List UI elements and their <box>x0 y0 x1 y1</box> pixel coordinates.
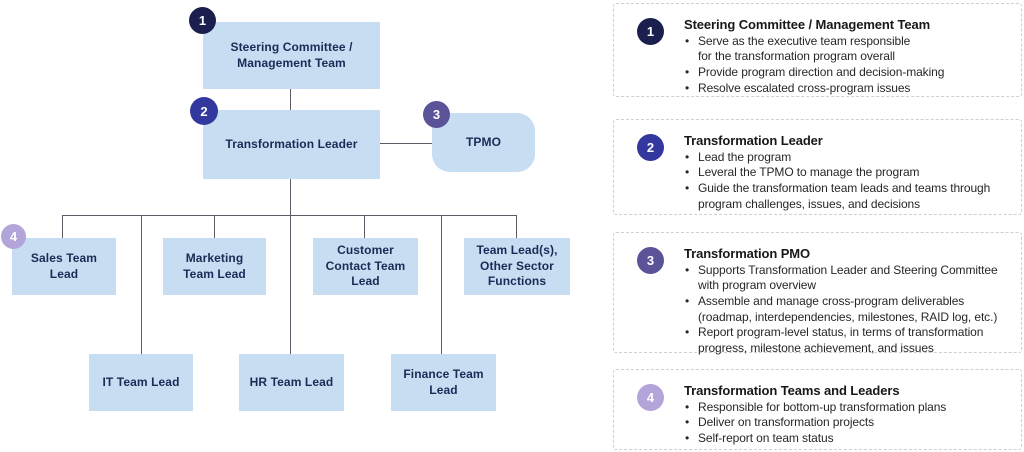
legend-item-1: 1 Steering Committee / Management Team S… <box>613 3 1022 97</box>
connector-line <box>290 89 291 110</box>
legend-item-3: 3 Transformation PMO Supports Transforma… <box>613 232 1022 355</box>
connector-line <box>62 215 517 216</box>
legend-bullet: Deliver on transformation projects <box>684 415 1011 431</box>
legend-bullet: Self-report on team status <box>684 431 1011 447</box>
connector-line <box>441 215 442 354</box>
legend-bullet-list: Supports Transformation Leader and Steer… <box>684 263 1011 357</box>
connector-line <box>290 179 291 215</box>
legend-bullet: Assemble and manage cross-program delive… <box>684 294 1011 325</box>
legend-badge-1: 1 <box>637 18 664 45</box>
legend-item-title: Transformation Teams and Leaders <box>684 383 900 398</box>
badge-2: 2 <box>190 97 218 125</box>
connector-line <box>62 215 63 238</box>
badge-1: 1 <box>189 7 216 34</box>
legend-bullet: Serve as the executive team responsible … <box>684 34 1011 65</box>
connector-line <box>214 215 215 238</box>
legend-item-title: Transformation PMO <box>684 246 811 261</box>
legend-bullet-list: Serve as the executive team responsible … <box>684 34 1011 96</box>
legend-badge-3: 3 <box>637 247 664 274</box>
legend-bullet: Supports Transformation Leader and Steer… <box>684 263 1011 294</box>
connector-line <box>364 215 365 238</box>
legend-item-2: 2 Transformation Leader Lead the program… <box>613 119 1022 215</box>
connector-line <box>290 215 291 354</box>
node-tpmo: TPMO <box>432 113 535 172</box>
legend-bullet: Responsible for bottom-up transformation… <box>684 400 1011 416</box>
node-finance-team-lead: Finance Team Lead <box>391 354 496 411</box>
legend: 1 Steering Committee / Management Team S… <box>613 0 1022 452</box>
badge-3: 3 <box>423 101 450 128</box>
legend-bullet: Report program-level status, in terms of… <box>684 325 1011 356</box>
org-chart: 1 2 3 4 Steering Committee / Management … <box>1 7 570 411</box>
legend-item-title: Transformation Leader <box>684 133 823 148</box>
legend-bullet-list: Responsible for bottom-up transformation… <box>684 400 1011 447</box>
node-it-team-lead: IT Team Lead <box>89 354 193 411</box>
node-team-leads-other-sector: Team Lead(s), Other Sector Functions <box>464 238 570 295</box>
legend-item-4: 4 Transformation Teams and Leaders Respo… <box>613 369 1022 450</box>
legend-bullet: Resolve escalated cross-program issues <box>684 81 1011 97</box>
badge-4: 4 <box>1 224 26 249</box>
node-marketing-team-lead: Marketing Team Lead <box>163 238 266 295</box>
node-transformation-leader: Transformation Leader <box>203 110 380 179</box>
legend-bullet-list: Lead the program Leveral the TPMO to man… <box>684 150 1011 212</box>
connector-line <box>380 143 432 144</box>
legend-bullet: Lead the program <box>684 150 1011 166</box>
legend-bullet: Provide program direction and decision-m… <box>684 65 1011 81</box>
node-sales-team-lead: Sales Team Lead <box>12 238 116 295</box>
legend-bullet: Guide the transformation team leads and … <box>684 181 1011 212</box>
legend-badge-4: 4 <box>637 384 664 411</box>
node-hr-team-lead: HR Team Lead <box>239 354 344 411</box>
legend-bullet: Leveral the TPMO to manage the program <box>684 165 1011 181</box>
connector-line <box>516 215 517 238</box>
legend-item-title: Steering Committee / Management Team <box>684 17 931 32</box>
node-steering-committee: Steering Committee / Management Team <box>203 22 380 89</box>
connector-line <box>141 215 142 354</box>
node-customer-contact-team-lead: Customer Contact Team Lead <box>313 238 418 295</box>
legend-badge-2: 2 <box>637 134 664 161</box>
